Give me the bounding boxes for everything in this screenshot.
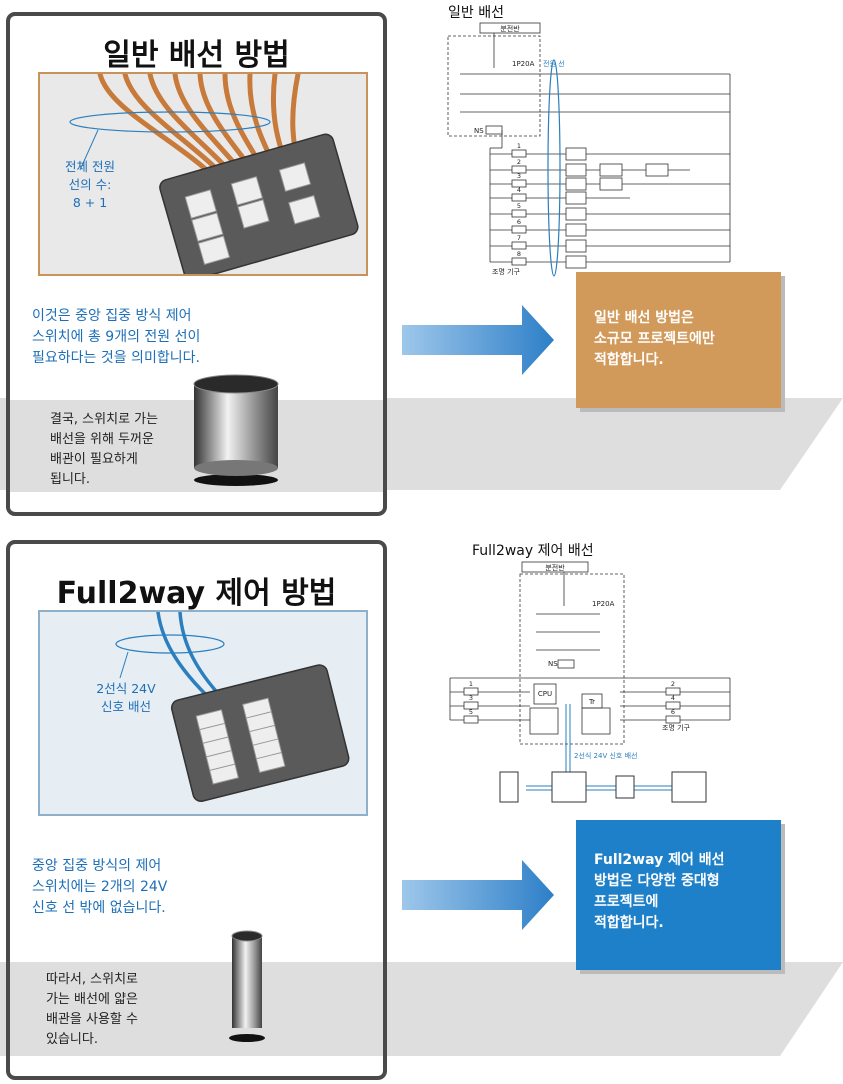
bottom-explanation: 중앙 집중 방식의 제어 스위치에는 2개의 24V 신호 선 밖에 없습니다. xyxy=(32,858,168,916)
top-circuit-6: 6 xyxy=(517,218,521,226)
power-line-label: 전원 선 xyxy=(543,59,565,68)
top-circuit-8: 8 xyxy=(517,250,521,258)
bottom-arrow xyxy=(402,860,554,930)
right-circuit-2: 2 xyxy=(671,680,675,688)
bottom-breaker-label: 1P20A xyxy=(592,600,615,608)
bottom-panel: Full2way 제어 방법 2선식 24V xyxy=(6,540,387,1080)
bottom-panel-band xyxy=(10,962,383,1056)
bottom-ns-label: NS xyxy=(548,660,558,668)
wiring-illustration-bottom xyxy=(115,610,350,802)
top-circuit-5: 5 xyxy=(517,202,521,210)
cpu-label: CPU xyxy=(538,690,552,698)
signal-line-label: 2선식 24V 신호 배선 xyxy=(574,751,637,760)
top-panel: 일반 배선 방법 xyxy=(6,12,387,516)
top-circuit-1: 1 xyxy=(517,142,521,150)
bottom-diagram-title: Full2way 제어 배선 xyxy=(472,543,594,559)
top-panel-title: 일반 배선 방법 xyxy=(103,38,290,73)
right-circuit-6: 6 xyxy=(671,708,675,716)
tr-label: Tr xyxy=(588,698,595,706)
right-circuit-4: 4 xyxy=(671,694,675,702)
thin-conduit xyxy=(229,930,265,1042)
top-panel-label: 분전반 xyxy=(500,24,520,33)
top-circuit-4: 4 xyxy=(517,186,521,194)
wiring-illustration-top xyxy=(69,71,359,281)
top-circuit-2: 2 xyxy=(517,158,521,166)
bottom-fixture-label: 조명 기구 xyxy=(662,723,691,732)
top-ns-label: NS xyxy=(474,127,484,135)
top-illustration xyxy=(38,71,368,281)
bottom-panel-title: Full2way 제어 방법 xyxy=(56,576,337,611)
top-arrow xyxy=(402,305,554,375)
top-conclusion: 결국, 스위치로 가는 배선을 위해 두꺼운 배관이 필요하게 됩니다. xyxy=(50,412,159,487)
wire-count-label: 전체 전원 선의 수: 8 + 1 xyxy=(65,159,115,210)
left-circuit-5: 5 xyxy=(469,708,473,716)
thick-conduit xyxy=(193,374,279,486)
bottom-result-box: Full2way 제어 배선 방법은 다양한 중대형 프로젝트에 적합합니다. xyxy=(576,820,781,970)
signal-wire-label: 2선식 24V 신호 배선 xyxy=(96,681,156,714)
top-result-box: 일반 배선 방법은 소규모 프로젝트에만 적합합니다. xyxy=(576,272,781,408)
bottom-conclusion: 따라서, 스위치로 가는 배선에 얇은 배관을 사용할 수 있습니다. xyxy=(46,972,138,1047)
top-diagram-title: 일반 배선 xyxy=(448,5,504,21)
bottom-illustration xyxy=(38,610,368,816)
bottom-panel-label: 분전반 xyxy=(545,563,565,572)
top-circuit-7: 7 xyxy=(517,234,521,242)
left-circuit-1: 1 xyxy=(469,680,473,688)
top-circuit-3: 3 xyxy=(517,172,521,180)
conventional-wiring-diagram: 분전반 1P20A 전원 선 NS 조명 기구 xyxy=(447,22,731,277)
top-explanation: 이것은 중앙 집중 방식 제어 스위치에 총 9개의 전원 선이 필요하다는 것… xyxy=(32,308,201,366)
full2way-wiring-diagram: 분전반 1P20A NS CPU Tr 조명 기구 2선식 24V 신호 배선 … xyxy=(449,561,731,803)
top-breaker-label: 1P20A xyxy=(512,60,535,68)
left-circuit-3: 3 xyxy=(469,694,473,702)
top-fixture-label: 조명 기구 xyxy=(492,267,521,276)
